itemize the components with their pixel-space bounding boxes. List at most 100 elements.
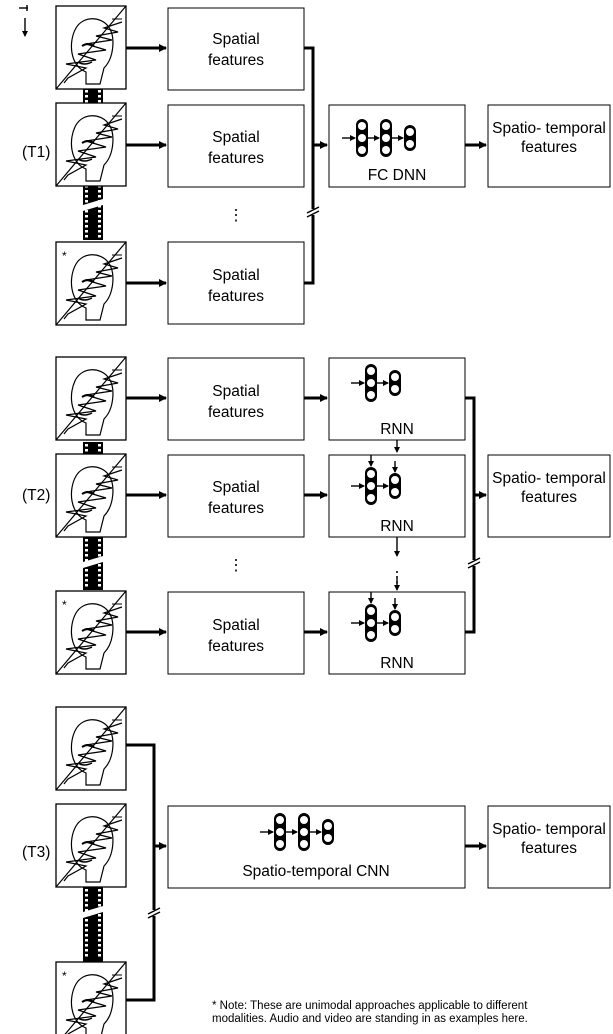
- frame-thumbnail: *: [55, 590, 127, 675]
- film-perforation: [85, 554, 88, 557]
- nn-node: [358, 122, 366, 130]
- asterisk-marker: *: [62, 969, 67, 983]
- nn-node: [300, 828, 308, 836]
- line-break: [307, 209, 319, 215]
- output-label-line1: Spatio- temporal: [492, 470, 606, 487]
- nn-node: [276, 840, 284, 848]
- film-perforation: [98, 899, 101, 902]
- nn-node: [324, 834, 332, 842]
- film-perforation: [85, 584, 88, 587]
- nn-node: [367, 494, 375, 502]
- film-perforation: [98, 919, 101, 922]
- output-label-line1: Spatio- temporal: [492, 120, 606, 137]
- nn-node: [391, 476, 399, 484]
- frame-thumbnail: [55, 5, 127, 90]
- connector-layer: [126, 44, 487, 1002]
- nn-node: [367, 619, 375, 627]
- film-perforation: [98, 954, 101, 957]
- t1-spatial-box-1: Spatial features: [167, 7, 305, 91]
- frame-thumbnail: [55, 453, 127, 538]
- film-perforation: [98, 205, 101, 208]
- t1-output-box: Spatio- temporal features: [487, 104, 611, 188]
- fc-dnn-label: FC DNN: [368, 167, 427, 184]
- face-icon: [70, 816, 114, 883]
- face-icon: [70, 254, 114, 321]
- t2-spatial-box-3: Spatial features: [167, 591, 305, 675]
- film-perforation: [98, 889, 101, 892]
- footnote-line-2: modalities. Audio and video are standing…: [212, 1013, 528, 1025]
- nn-node: [367, 391, 375, 399]
- nn-node: [276, 816, 284, 824]
- film-perforation: [85, 919, 88, 922]
- film-perforation: [98, 449, 101, 452]
- nn-node: [391, 385, 399, 393]
- t1-spatial-box-2: Spatial features: [167, 104, 305, 188]
- audio-waveform-icon: [63, 606, 123, 669]
- nn-node: [367, 631, 375, 639]
- film-perforation: [98, 220, 101, 223]
- nn-node: [391, 488, 399, 496]
- film-perforation: [85, 449, 88, 452]
- rnn-label: RNN: [380, 518, 414, 535]
- film-perforation: [98, 554, 101, 557]
- film-perforation: [85, 899, 88, 902]
- nn-node: [391, 613, 399, 621]
- film-perforation: [98, 569, 101, 572]
- bracket-connector: [304, 46, 315, 285]
- spatio-temporal-cnn-network-icon: [260, 813, 334, 851]
- line-break: [468, 560, 480, 566]
- film-perforation: [98, 444, 101, 447]
- film-perforation: [85, 934, 88, 937]
- face-icon: [70, 719, 114, 786]
- modality-divider: [55, 356, 127, 441]
- nn-node: [367, 482, 375, 490]
- nn-node: [324, 822, 332, 830]
- film-perforation: [85, 909, 88, 912]
- frame-thumbnail: [55, 706, 127, 791]
- line-break-mark: [306, 210, 320, 218]
- t1-spatial-box-3: Spatial features: [167, 241, 305, 325]
- nn-node: [382, 134, 390, 142]
- t2-rnn-ellipsis: ⋮: [389, 569, 405, 586]
- line-break-mark: [467, 557, 481, 565]
- film-perforation: [98, 210, 101, 213]
- film-perforation: [85, 230, 88, 233]
- frame-thumbnail-layer: ***: [55, 5, 127, 1034]
- film-perforation: [85, 574, 88, 577]
- spatial-label-line2: features: [208, 288, 264, 305]
- film-perforation: [98, 90, 101, 93]
- line-break-mark: [467, 561, 481, 569]
- nn-node: [367, 470, 375, 478]
- film-break: [73, 553, 113, 571]
- t2-ellipsis: ⋮: [228, 557, 244, 574]
- film-perforation: [98, 235, 101, 238]
- audio-waveform-icon: [63, 118, 123, 181]
- film-perforation: [85, 539, 88, 542]
- t2-rnn-box-2: RNN: [328, 454, 466, 538]
- spatial-label-line1: Spatial: [212, 129, 259, 146]
- film-perforation: [98, 579, 101, 582]
- spatial-label-line1: Spatial: [212, 267, 259, 284]
- modality-divider: [64, 961, 127, 1034]
- audio-waveform-icon: [63, 819, 123, 882]
- film-perforation: [85, 579, 88, 582]
- film-perforation: [98, 190, 101, 193]
- nn-node: [367, 367, 375, 375]
- output-label-line2: features: [521, 139, 577, 156]
- film-perforation: [98, 230, 101, 233]
- film-perforation: [85, 904, 88, 907]
- time-axis-icon: [19, 5, 28, 37]
- nn-node: [276, 828, 284, 836]
- section-label-t2: (T2): [22, 487, 50, 504]
- film-perforation: [85, 924, 88, 927]
- film-perforation: [85, 215, 88, 218]
- film-perforation: [98, 934, 101, 937]
- t2-spatial-box-2: Spatial features: [167, 454, 305, 538]
- modality-divider: [55, 241, 127, 326]
- film-perforation: [98, 894, 101, 897]
- film-perforation: [85, 235, 88, 238]
- spatial-label-line2: features: [208, 52, 264, 69]
- spatial-label-line2: features: [208, 150, 264, 167]
- film-perforation: [85, 569, 88, 572]
- film-perforation: [98, 95, 101, 98]
